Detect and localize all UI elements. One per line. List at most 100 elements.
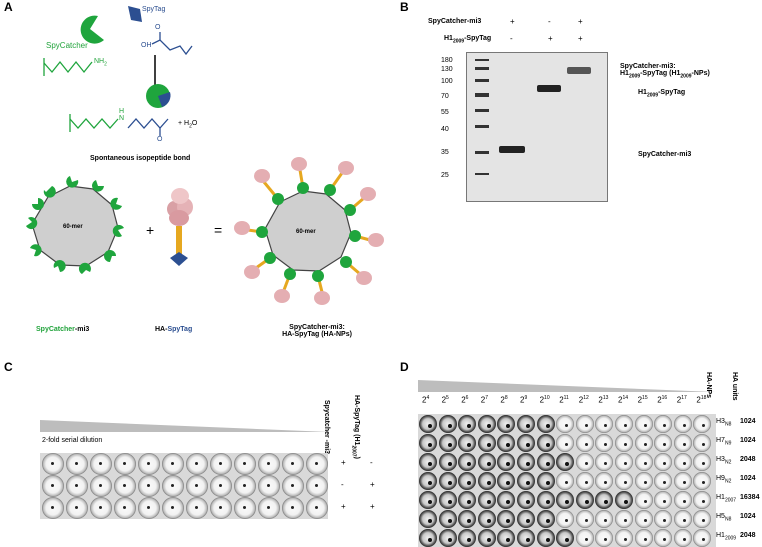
carbonyl-o: O (155, 24, 161, 31)
carbonyl-oh: OH (141, 42, 152, 49)
well (458, 415, 477, 433)
well (419, 472, 437, 490)
well (477, 415, 496, 433)
well (438, 529, 457, 547)
dilution-exponent: 215 (637, 395, 648, 405)
well (654, 453, 673, 471)
np-label-left: 60-mer (63, 224, 83, 230)
mw-100: 100 (441, 78, 453, 85)
well (595, 453, 614, 471)
well (654, 472, 673, 490)
well (536, 491, 555, 509)
well (234, 475, 256, 497)
well (536, 434, 555, 452)
well (673, 529, 692, 547)
gel-sign-r2-c1: - (510, 34, 513, 43)
well (419, 510, 437, 528)
equals-sign: = (214, 222, 223, 238)
well (634, 434, 653, 452)
dilution-exponent: 29 (520, 395, 528, 405)
well (556, 434, 575, 452)
plus-sign: + (146, 222, 155, 238)
well (595, 510, 614, 528)
dilution-exponent: 213 (598, 395, 609, 405)
well (615, 472, 633, 490)
panel-c-label: C (4, 360, 13, 374)
mw-180: 180 (441, 57, 453, 64)
well (693, 529, 712, 547)
header-ha-units: HA units (731, 372, 738, 401)
well (654, 510, 673, 528)
well (477, 491, 496, 509)
well (186, 453, 208, 475)
hai-plate-c (40, 453, 328, 519)
well (634, 510, 653, 528)
well (438, 415, 457, 433)
well (438, 510, 457, 528)
virus-row-label: H9N2 (716, 475, 732, 485)
c-sign-r3-a: + (341, 502, 346, 511)
well (693, 472, 712, 490)
well (138, 497, 160, 519)
col-spycatcher-header: Spycatcher -mi3 (323, 400, 330, 455)
virus-row-label: H12007 (716, 494, 737, 504)
panel-d-label: D (400, 360, 409, 374)
ha-units-value: 1024 (740, 513, 756, 520)
well (477, 434, 496, 452)
well (210, 497, 232, 519)
well (615, 510, 633, 528)
well (162, 497, 184, 519)
well (517, 453, 535, 471)
ha-spytag-caption: HA-SpyTag (155, 326, 193, 333)
mw-40: 40 (441, 126, 449, 133)
well (693, 453, 712, 471)
well (615, 415, 633, 433)
well (186, 497, 208, 519)
well (497, 510, 516, 528)
dilution-exponent: 218 (696, 395, 707, 405)
well (282, 497, 304, 519)
well (536, 510, 555, 528)
well (536, 415, 555, 433)
mw-55: 55 (441, 109, 449, 116)
well (693, 510, 712, 528)
well (477, 453, 496, 471)
well (66, 453, 88, 475)
well (673, 472, 692, 490)
well (595, 415, 614, 433)
well (673, 434, 692, 452)
mw-70: 70 (441, 93, 449, 100)
well (634, 491, 653, 509)
well (673, 415, 692, 433)
well (210, 475, 232, 497)
c-sign-r1-a: + (341, 458, 346, 467)
well (693, 415, 712, 433)
well (556, 415, 575, 433)
well (438, 472, 457, 490)
well (306, 453, 328, 475)
dilution-wedge-d (418, 380, 716, 392)
isopeptide-caption: Spontaneous isopeptide bond (90, 155, 191, 162)
dilution-exponent: 214 (618, 395, 629, 405)
well (497, 434, 516, 452)
gel-sign-r2-c2: + (548, 34, 553, 43)
well (162, 453, 184, 475)
virus-row-label: H3N2 (716, 456, 732, 466)
well (634, 453, 653, 471)
dilution-exponent: 24 (422, 395, 430, 405)
well (458, 529, 477, 547)
well (497, 415, 516, 433)
well (497, 491, 516, 509)
amide-n: N (119, 115, 125, 122)
well (306, 475, 328, 497)
well (258, 453, 280, 475)
well (654, 415, 673, 433)
well (497, 472, 516, 490)
well (90, 453, 112, 475)
well (595, 434, 614, 452)
well (615, 491, 633, 509)
well (556, 510, 575, 528)
spycatcher-label: SpyCatcher (46, 41, 88, 50)
well (575, 472, 594, 490)
well (42, 475, 64, 497)
